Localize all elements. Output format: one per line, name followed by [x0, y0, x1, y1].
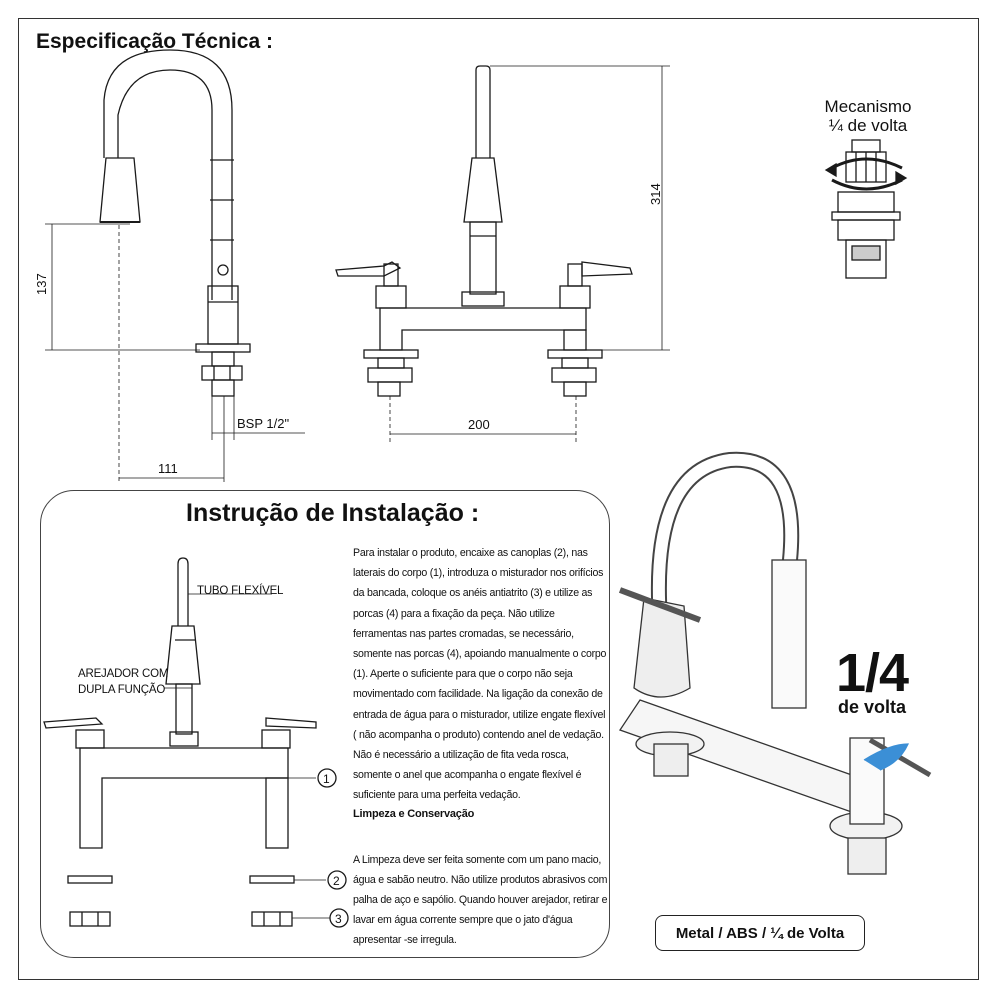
callout-3-circle — [329, 908, 349, 928]
mechanism-title-line2: ¼ de volta — [828, 116, 908, 135]
callout-1-circle — [317, 768, 337, 788]
mechanism-drawing — [824, 139, 908, 279]
dim-137: 137 — [34, 273, 49, 295]
quarter-turn-label: de volta — [838, 697, 907, 717]
dim-314: 314 — [648, 183, 663, 205]
cleaning-paragraph: A Limpeza deve ser feita somente com um … — [353, 854, 608, 946]
label-aerator-line2: DUPLA FUNÇÃO — [78, 684, 166, 696]
dim-111: 111 — [158, 461, 178, 476]
install-paragraph: Para instalar o produto, encaixe as cano… — [353, 547, 607, 802]
front-view-drawing — [335, 65, 670, 442]
label-flex-tube: TUBO FLEXÍVEL — [197, 585, 284, 597]
mechanism-title-line1: Mecanismo — [824, 97, 912, 116]
label-aerator-line1: AREJADOR COM — [78, 668, 169, 680]
cleaning-heading: Limpeza e Conservação — [353, 808, 475, 820]
product-illustration — [618, 451, 932, 875]
dim-200: 200 — [468, 417, 490, 432]
dim-bsp: BSP 1/2" — [237, 416, 289, 431]
callout-3: 3 — [335, 912, 342, 926]
outer-frame — [18, 18, 979, 980]
install-title: Instrução de Instalação : — [186, 499, 480, 527]
callout-2: 2 — [333, 874, 340, 888]
label-aerator: AREJADOR COM DUPLA FUNÇÃO — [78, 666, 168, 698]
quarter-turn-fraction: 1/4 — [836, 643, 909, 703]
callout-2-circle — [327, 870, 347, 890]
mechanism-title: Mecanismo ¼ de volta — [808, 97, 928, 135]
side-view-drawing — [45, 49, 305, 482]
callout-1: 1 — [323, 772, 330, 786]
material-badge: Metal / ABS / ¼ de Volta — [655, 915, 865, 951]
install-diagram — [43, 557, 349, 928]
blue-turn-arrow — [863, 743, 910, 771]
install-panel — [40, 490, 610, 958]
spec-title: Especificação Técnica : — [36, 30, 273, 53]
